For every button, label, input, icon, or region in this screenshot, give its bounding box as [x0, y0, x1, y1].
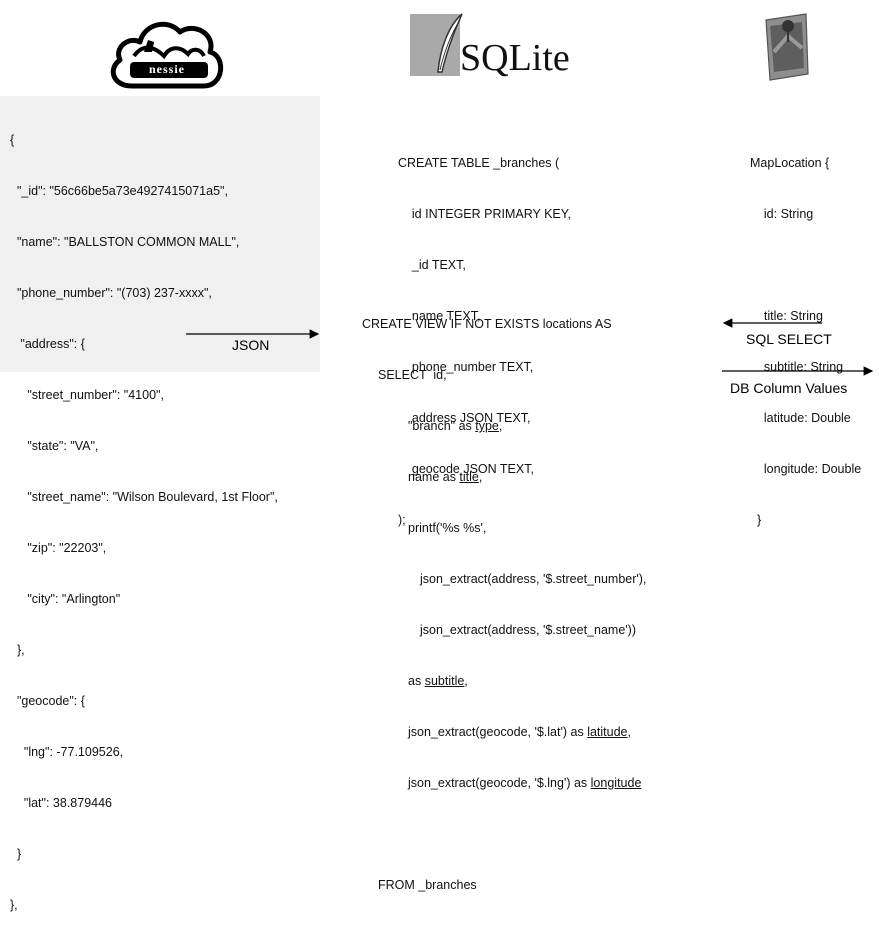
view-line: json_extract(geocode, '$.lat') as latitu…: [408, 725, 631, 739]
struct-line: id: String: [750, 207, 814, 221]
json-line: "lng": -77.109526,: [10, 745, 124, 759]
nessie-cloud-logo: [110, 21, 224, 89]
struct-line: longitude: Double: [750, 462, 862, 476]
sqlite-logo-icon: [410, 13, 463, 76]
json-line: "state": "VA",: [10, 439, 99, 453]
json-line: "city": "Arlington": [10, 592, 121, 606]
json-line: "geocode": {: [10, 694, 85, 708]
json-line: "phone_number": "(703) 237-xxxx",: [10, 286, 212, 300]
db-column-values-label: DB Column Values: [730, 380, 848, 396]
struct-line: }: [750, 513, 762, 527]
json-line: "street_number": "4100",: [10, 388, 164, 402]
view-line: as subtitle,: [408, 674, 468, 688]
view-line: printf('%s %s',: [408, 521, 487, 535]
json-line: "address": {: [10, 337, 85, 351]
sql-line: phone_number TEXT,: [398, 360, 534, 374]
nessie-logo-text: nessie: [149, 62, 185, 76]
view-line: json_extract(geocode, '$.lng') as longit…: [408, 776, 642, 790]
view-line: json_extract(address, '$.street_number')…: [420, 572, 647, 586]
json-line: }: [10, 847, 22, 861]
sqlite-logo-text: SQLite: [460, 37, 570, 79]
view-line: "branch" as type,: [408, 419, 503, 433]
view-line: CREATE VIEW IF NOT EXISTS locations AS: [362, 317, 612, 331]
sql-select-label: SQL SELECT: [746, 331, 832, 347]
view-line: FROM _branches: [378, 878, 477, 892]
json-line: "name": "BALLSTON COMMON MALL",: [10, 235, 240, 249]
view-line: SELECT id,: [378, 368, 447, 382]
view-line: name as title,: [408, 470, 483, 484]
sql-line: _id TEXT,: [398, 258, 466, 272]
struct-line: latitude: Double: [750, 411, 851, 425]
json-line: },: [10, 643, 25, 657]
sql-line: id INTEGER PRIMARY KEY,: [398, 207, 571, 221]
json-document-panel: [0, 96, 320, 372]
view-line: json_extract(address, '$.street_name')): [420, 623, 636, 637]
map-location-icon: [765, 13, 809, 81]
json-line: "street_name": "Wilson Boulevard, 1st Fl…: [10, 490, 278, 504]
sql-line: CREATE TABLE _branches (: [398, 156, 560, 170]
json-line: "_id": "56c66be5a73e4927415071a5",: [10, 184, 228, 198]
view-line: [362, 826, 646, 843]
json-line: {: [10, 133, 15, 147]
sql-line: geocode JSON TEXT,: [398, 462, 534, 476]
struct-line: MapLocation {: [750, 156, 830, 170]
arrows-layer: [186, 318, 874, 376]
json-line: "lat": 38.879446: [10, 796, 113, 810]
json-line: },: [10, 898, 18, 912]
sql-line: name TEXT,: [398, 309, 481, 323]
create-table-statement: CREATE TABLE _branches ( id INTEGER PRIM…: [398, 121, 571, 546]
json-line: "zip": "22203",: [10, 541, 107, 555]
json-arrow-label: JSON: [232, 337, 270, 353]
struct-line: title: String: [750, 309, 823, 323]
sql-line: address JSON TEXT,: [398, 411, 531, 425]
